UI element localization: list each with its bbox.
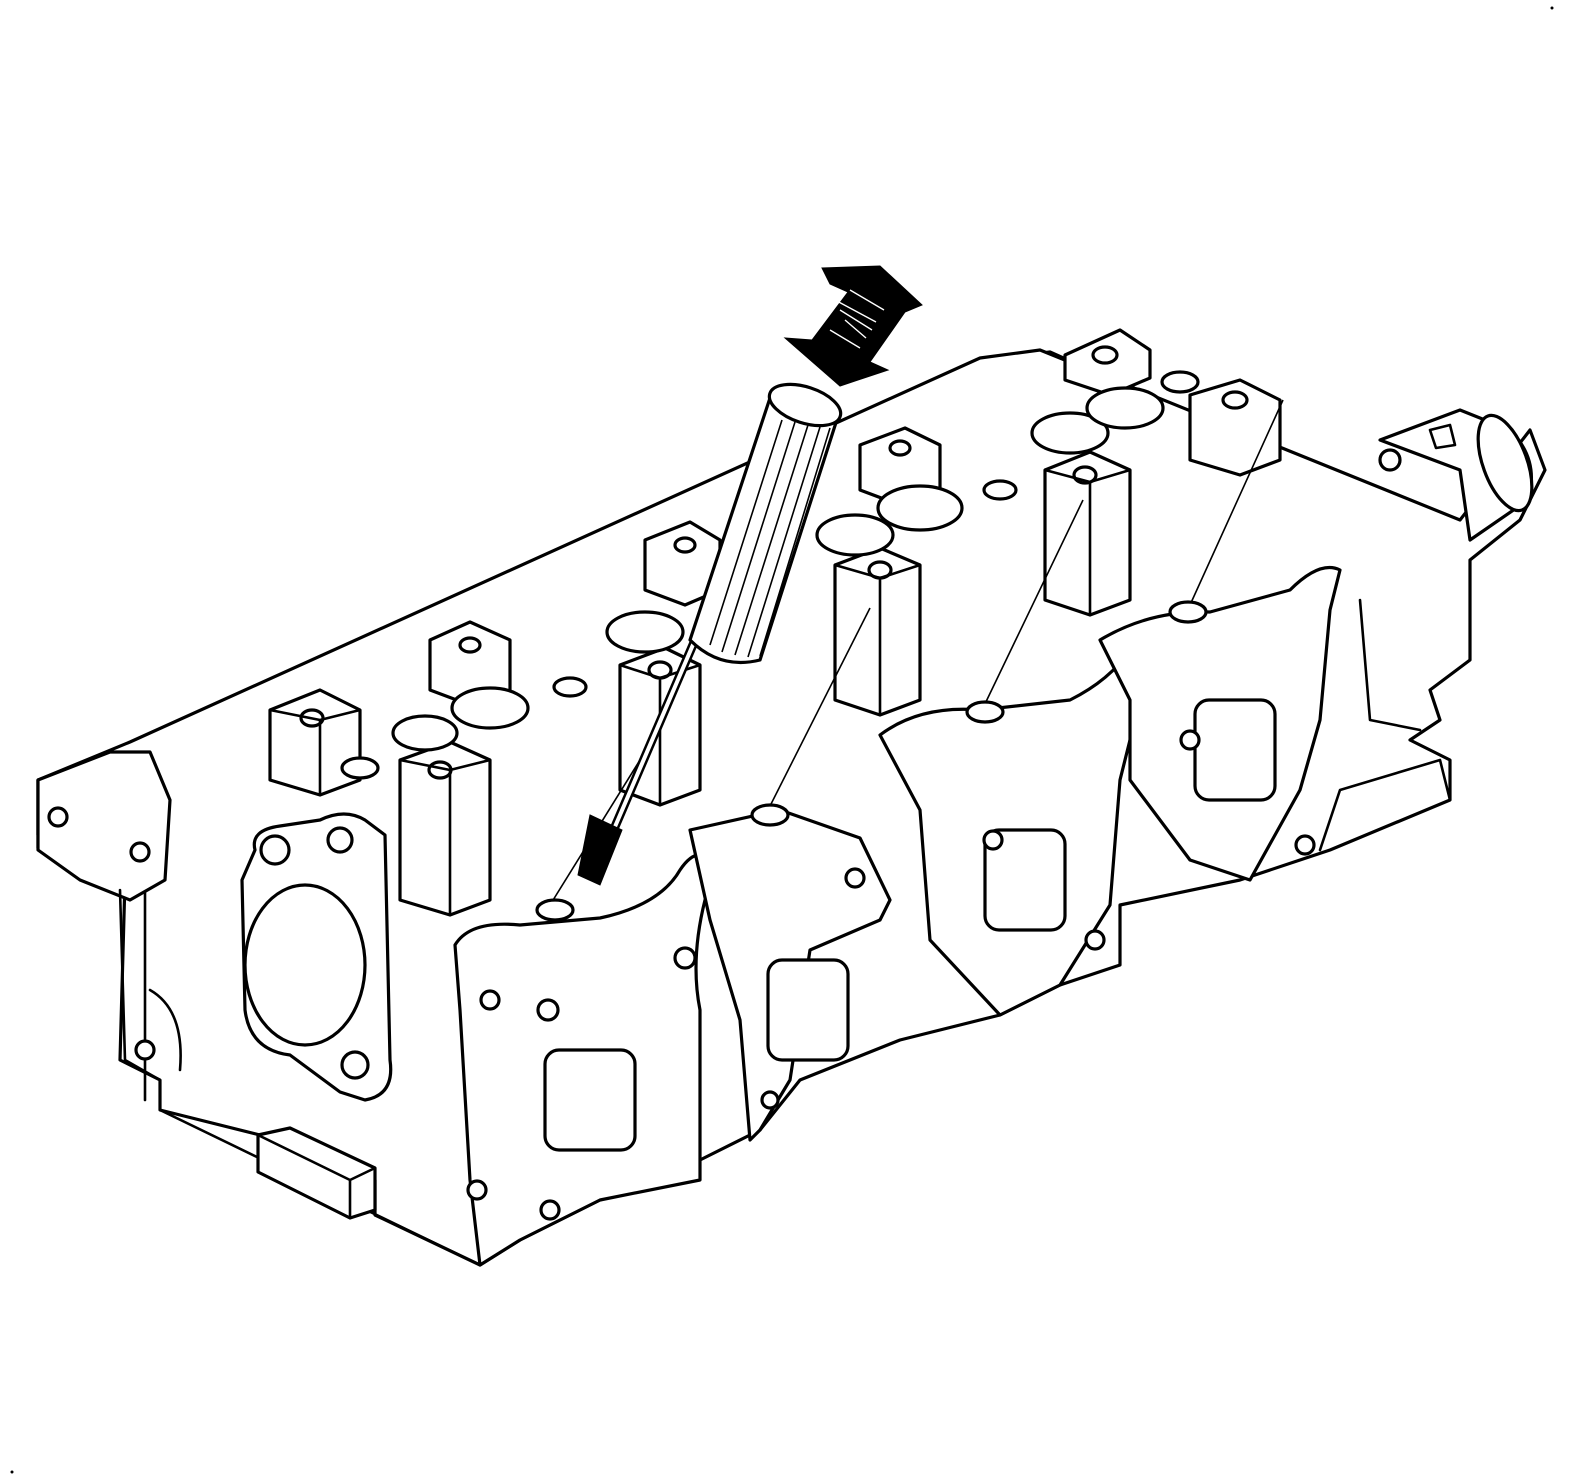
cam-tower-back-1 (1063, 328, 1152, 397)
neck-bolt (1378, 448, 1402, 472)
left-flange (36, 750, 172, 902)
runner-2-port (766, 958, 850, 1062)
valve-seat-1b (450, 686, 530, 730)
runner-1-port (543, 1048, 637, 1152)
corner-dot (1550, 6, 1554, 10)
cam-tower-front-5 (1043, 450, 1132, 617)
plug-hole-2 (750, 803, 790, 827)
corner-dot (10, 1470, 14, 1474)
valve-seat-1a (391, 714, 459, 752)
plug-hole-1 (535, 898, 575, 922)
port-bolt-2 (326, 826, 354, 854)
port-bolt-3 (340, 1050, 370, 1080)
oil-hole-3 (552, 676, 588, 698)
guide-line-4 (1189, 399, 1284, 606)
valve-seat-4b (1085, 386, 1165, 430)
valve-seat-2a (605, 610, 685, 654)
cam-tower-back-3 (643, 520, 722, 607)
guide-lines (535, 399, 1284, 922)
plug-hole-4 (1168, 600, 1208, 624)
oil-hole-2 (340, 756, 380, 780)
valve-seat-3a (815, 513, 895, 557)
port-bolt-1 (259, 834, 291, 866)
cylinder-head (36, 348, 1547, 1267)
intake-runners (453, 565, 1342, 1267)
valve-seats (340, 370, 1200, 780)
cam-tower-front-2 (398, 740, 492, 917)
valve-seat-4a (1030, 411, 1110, 455)
flange-hole-2 (129, 841, 151, 863)
screwdriver-tip (577, 814, 623, 886)
screwdriver (577, 382, 843, 886)
plug-hole-3 (965, 700, 1005, 724)
guide-line-3 (982, 499, 1084, 709)
left-port-opening (243, 883, 367, 1047)
flange-hole-1 (47, 806, 69, 828)
flange-hole-3 (134, 1039, 156, 1061)
cam-tower-front-4 (833, 546, 922, 717)
cam-tower-back-5 (1188, 378, 1282, 477)
double-arrow-icon (783, 265, 923, 387)
runner-4-port (1193, 698, 1277, 802)
runner-3-port (983, 828, 1067, 932)
cam-tower-front-1 (268, 688, 362, 797)
handle-end (767, 382, 843, 428)
guide-line-2 (767, 607, 871, 811)
coolant-neck-opening (1476, 413, 1534, 513)
cam-towers (268, 328, 1282, 917)
valve-seat-3b (876, 484, 964, 532)
oil-hole-4 (982, 479, 1018, 501)
arrow-body (783, 265, 923, 387)
handle-grip-lines (709, 419, 831, 658)
oil-hole-1 (1160, 370, 1200, 394)
